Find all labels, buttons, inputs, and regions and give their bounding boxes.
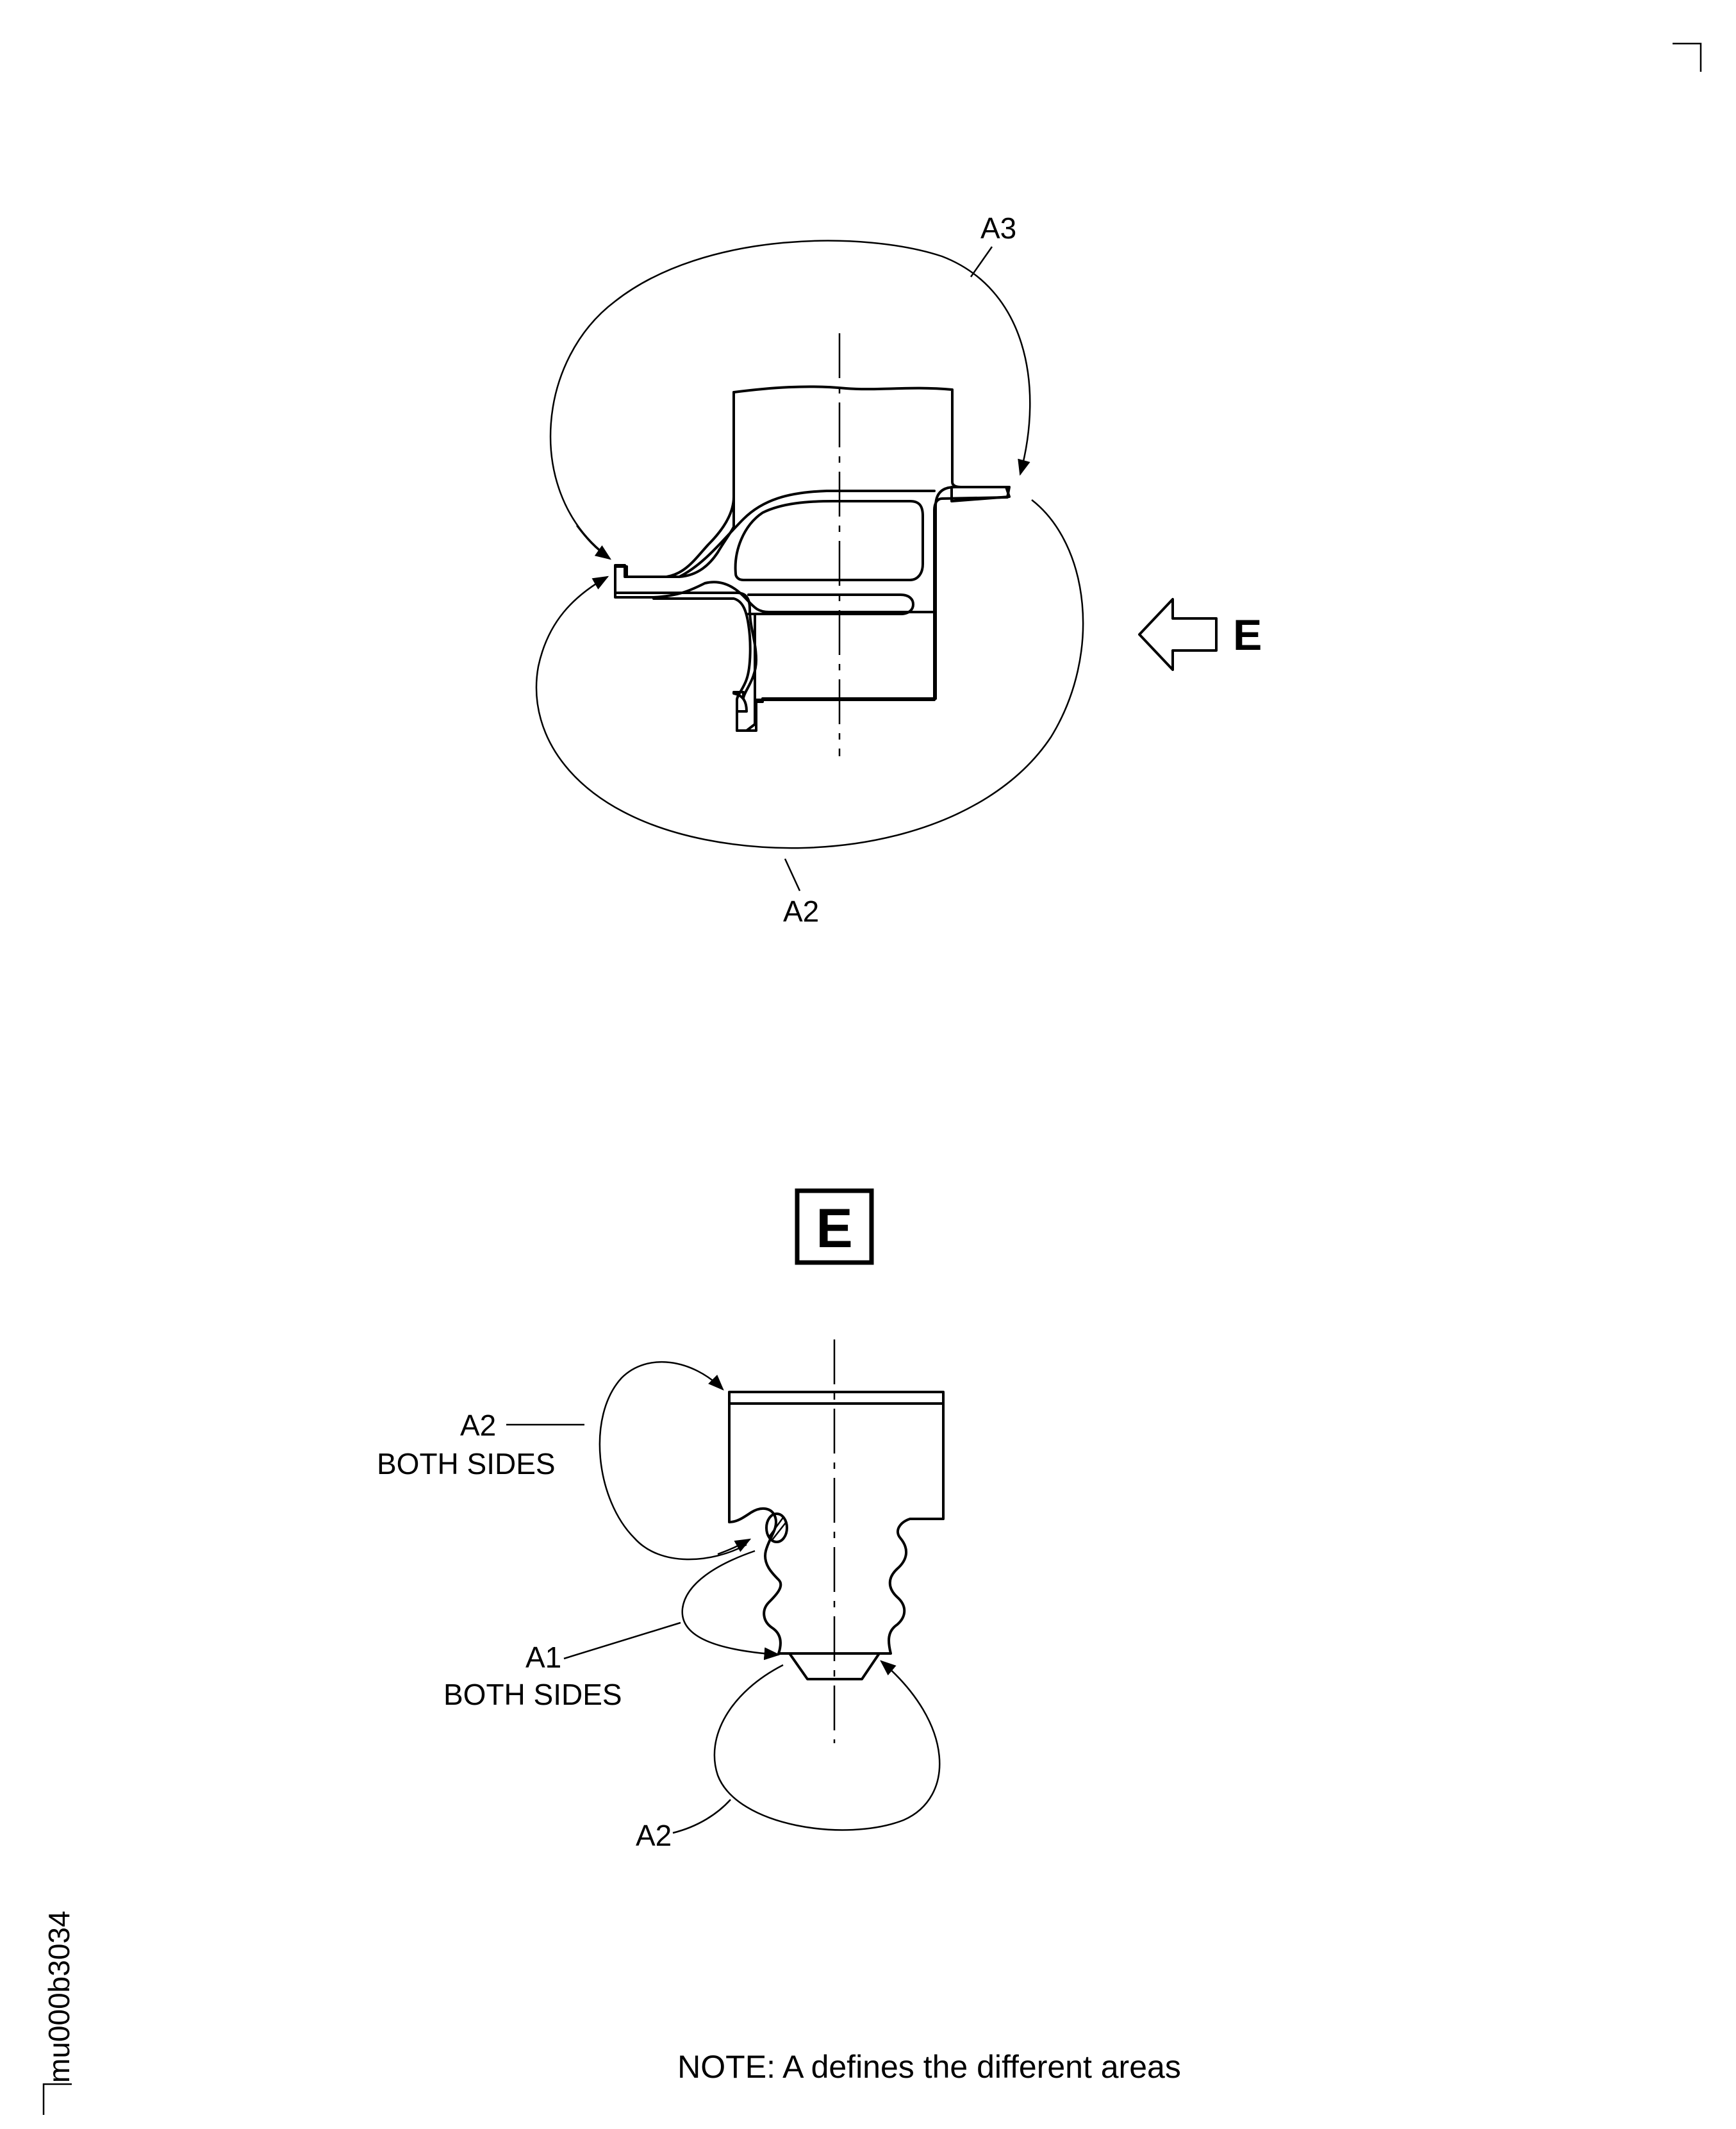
view-e-title-box: [795, 1188, 874, 1265]
firtree-root: [728, 1391, 945, 1680]
top-part-outline: [614, 391, 1011, 732]
top-part-slot: [747, 593, 914, 615]
note-text: NOTE: A defines the different areas: [677, 2049, 1181, 2085]
a2-both-sides-loop: [599, 1361, 747, 1561]
a2-bottom-loop: [713, 1660, 941, 1831]
label-a2-both-sides-2: BOTH SIDES: [377, 1447, 556, 1480]
label-a1-both-sides-2: BOTH SIDES: [443, 1678, 622, 1711]
a1-both-sides-leader: [563, 1621, 681, 1660]
corner-mark-bottom-left: [42, 2083, 72, 2115]
a2-both-sides-start-arrow: [717, 1538, 752, 1555]
a2-leader-top: [784, 858, 801, 891]
corner-mark-top-right: [1673, 42, 1702, 72]
view-e-title: E: [816, 1198, 852, 1259]
label-a2-top: A2: [783, 895, 819, 928]
a2-bottom-leader: [672, 1799, 731, 1834]
a1-both-sides-loop: [681, 1550, 781, 1661]
top-part: [614, 385, 1011, 732]
a3-loop: [549, 240, 1031, 552]
a3-loop-start-arrow: [576, 525, 612, 560]
a3-leader: [970, 246, 993, 278]
label-a1-both-sides-1: A1: [525, 1641, 561, 1674]
label-a3: A3: [980, 211, 1016, 245]
hatched-lobe: [765, 1512, 788, 1543]
label-a2-both-sides-1: A2: [460, 1409, 496, 1442]
view-arrow-e: [1138, 598, 1218, 671]
drawing-id: mu000b3034: [42, 1910, 76, 2083]
top-part-pocket: [734, 500, 924, 581]
view-arrow-e-label: E: [1233, 611, 1262, 659]
top-view: [614, 391, 1011, 732]
label-a2-bottom: A2: [636, 1819, 672, 1852]
a2-loop-top: [535, 499, 1084, 849]
